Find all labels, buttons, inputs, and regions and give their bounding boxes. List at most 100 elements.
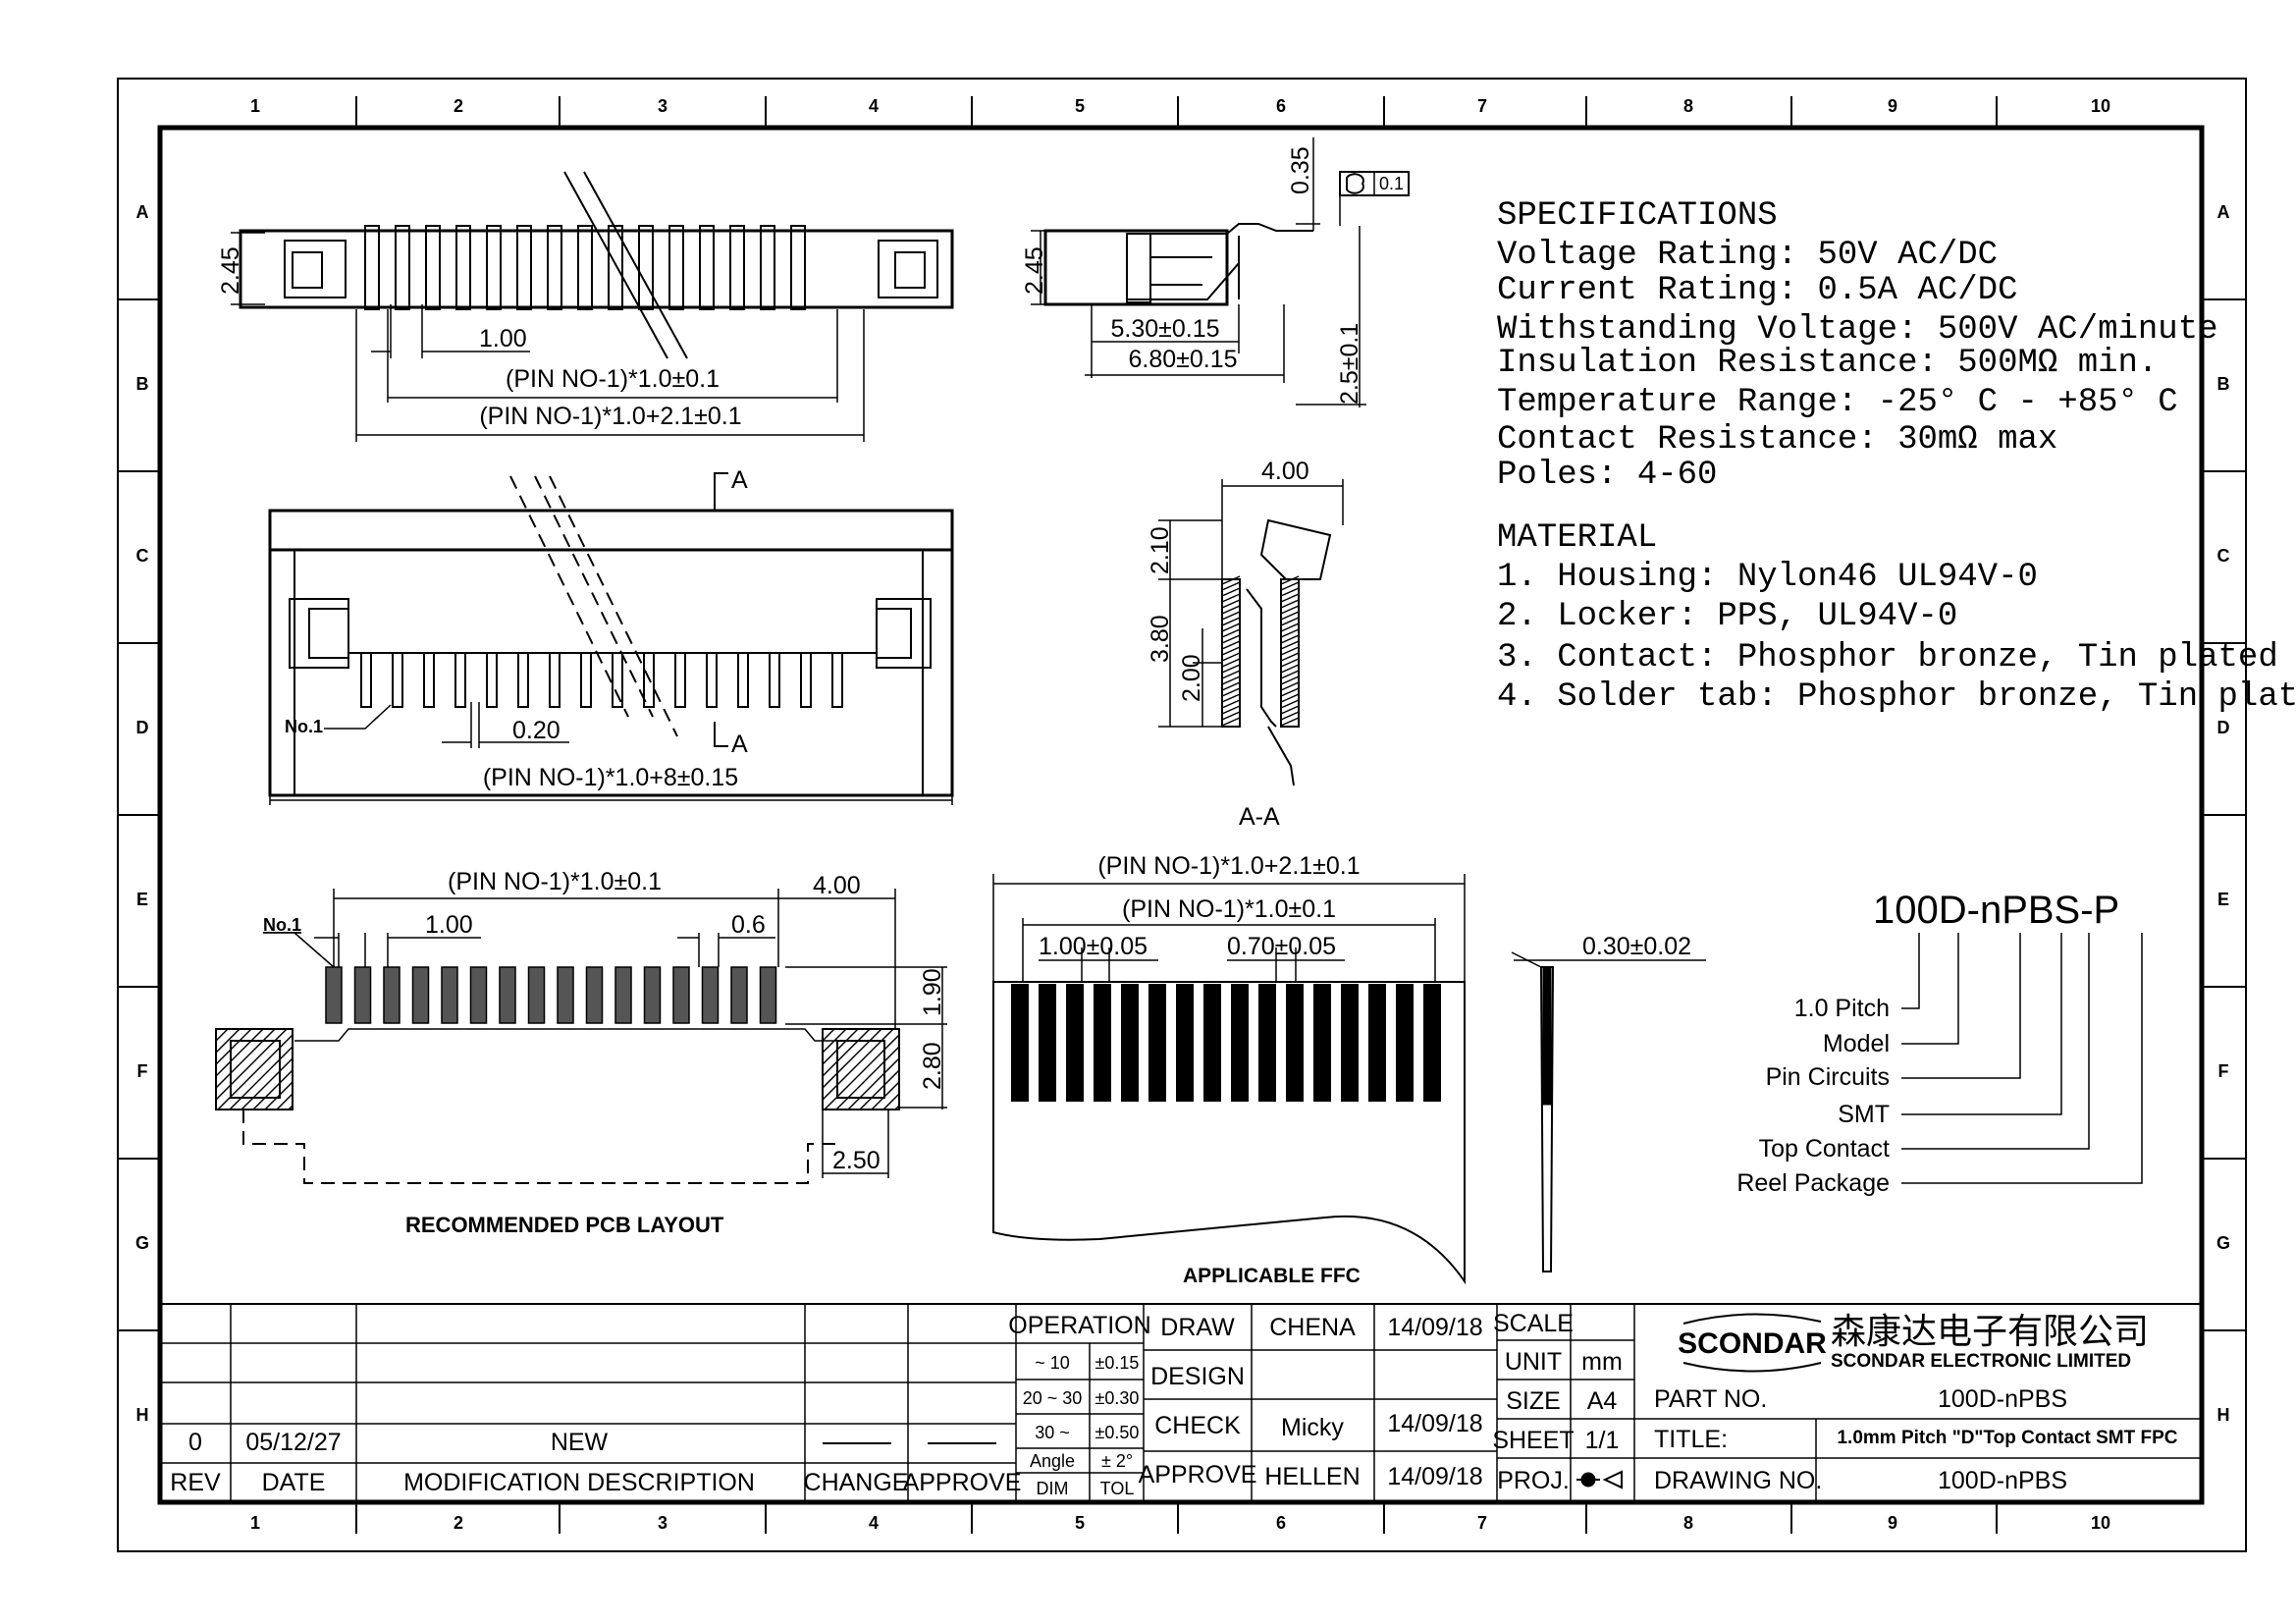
row-label: F: [2218, 1061, 2229, 1081]
top-view-pin: [638, 225, 654, 310]
top-view-pin: [577, 225, 593, 310]
draw-name: CHENA: [1269, 1314, 1356, 1341]
pcb-dim-edge: 4.00: [813, 872, 861, 899]
section-hatch: [1221, 640, 1241, 650]
col-label: 9: [1888, 96, 1897, 116]
section-hatch: [1221, 617, 1241, 626]
section-hatch: [1280, 623, 1300, 632]
pcb-dim-span: (PIN NO-1)*1.0±0.1: [448, 868, 662, 895]
section-hatch: [1280, 617, 1300, 626]
tol-range: 30 ~: [1035, 1423, 1070, 1442]
pcb-pad: [527, 966, 546, 1024]
section-hatch: [1280, 634, 1300, 644]
pcb-tab-hatch: [882, 1093, 900, 1110]
title-value: 1.0mm Pitch "D"Top Contact SMT FPC: [1837, 1428, 2177, 1448]
unit-value: mm: [1581, 1348, 1623, 1376]
section-hatch: [1280, 581, 1300, 591]
top-view-pin: [729, 225, 745, 310]
part-legend-item: Pin Circuits: [1766, 1063, 1890, 1091]
design-label: DESIGN: [1150, 1363, 1245, 1390]
spec-heading: SPECIFICATIONS: [1497, 197, 1778, 235]
section-hatch: [1280, 640, 1300, 650]
front-pin-width-dim: 0.20: [512, 717, 561, 744]
material-line: 4. Solder tab: Phosphor bronze, Tin plat…: [1497, 678, 2296, 716]
check-label: CHECK: [1154, 1412, 1241, 1439]
front-view-pin: [706, 652, 718, 708]
front-view-pin: [580, 652, 592, 708]
part-no-value: 100D-nPBS: [1938, 1385, 2067, 1413]
pcb-pad: [585, 966, 604, 1024]
col-label: 3: [658, 1513, 667, 1533]
pcb-tab-hatch: [847, 1057, 900, 1110]
spec-line: Current Rating: 0.5A AC/DC: [1497, 272, 2018, 309]
col-label: 7: [1477, 96, 1487, 116]
pcb-pad: [383, 966, 400, 1024]
pcb-tab-hatch: [215, 1028, 252, 1065]
part-code-label: 100D-nPBS-P: [1873, 889, 2119, 932]
side-dim-b: 6.80±0.15: [1128, 346, 1237, 373]
ffc-conductor: [1094, 984, 1111, 1102]
approve-date: 14/09/18: [1387, 1463, 1482, 1490]
top-view-pin: [516, 225, 532, 310]
section-hatch: [1280, 587, 1300, 597]
rev-desc: NEW: [551, 1429, 609, 1456]
ffc-conductor: [1039, 984, 1056, 1102]
section-hatch: [1280, 711, 1300, 721]
grid-ticks: [118, 96, 2246, 1534]
material-line: 1. Housing: Nylon46 UL94V-0: [1497, 559, 2038, 596]
pcb-tab-hatch: [252, 1069, 294, 1110]
front-view-pin: [454, 652, 466, 708]
pcb-tab-hatch: [215, 1028, 288, 1101]
pcb-tab-hatch: [894, 1105, 900, 1110]
pcb-pad: [325, 966, 343, 1024]
spec-line: Voltage Rating: 50V AC/DC: [1497, 237, 1998, 274]
approve-label: APPROVE: [1139, 1461, 1257, 1489]
row-label: G: [2216, 1233, 2230, 1253]
tol-value: ±0.15: [1095, 1353, 1140, 1373]
section-hatch: [1280, 652, 1300, 662]
draw-date: 14/09/18: [1387, 1314, 1482, 1341]
ffc-conductor: [1396, 984, 1414, 1102]
top-view-pin: [547, 225, 562, 310]
ffc-caption: APPLICABLE FFC: [1183, 1265, 1361, 1287]
ffc-conductor: [1148, 984, 1166, 1102]
operation-label: OPERATION: [1008, 1312, 1150, 1339]
header-rev: REV: [170, 1469, 221, 1496]
section-hatch: [1280, 676, 1300, 685]
section-dim-b: 3.80: [1147, 615, 1174, 663]
section-hatch: [1221, 652, 1241, 662]
front-view: A A No.1 0.20 (PIN NO-1)*1.0+8±0.15: [268, 466, 954, 805]
company-name-en: SCONDAR ELECTRONIC LIMITED: [1831, 1351, 2131, 1372]
spec-line: Temperature Range: -25° C - +85° C: [1497, 384, 2178, 421]
section-hatch: [1280, 646, 1300, 656]
front-view-pin: [769, 652, 780, 708]
col-label: 10: [2091, 1513, 2110, 1533]
rev-value: 0: [188, 1429, 202, 1456]
row-label: C: [2217, 546, 2230, 566]
ffc-conductor: [1313, 984, 1331, 1102]
section-hatch: [1221, 681, 1241, 691]
pcb-dim-tab-h: 2.80: [919, 1042, 946, 1090]
top-view-pin: [608, 225, 623, 310]
check-name: Micky: [1281, 1414, 1344, 1441]
col-label: 5: [1075, 1513, 1085, 1533]
spec-line: Withstanding Voltage: 500V AC/minute: [1497, 311, 2218, 349]
section-hatch: [1280, 605, 1300, 615]
col-label: 8: [1683, 96, 1693, 116]
section-hatch: [1221, 646, 1241, 656]
tol-range: ~ 10: [1035, 1353, 1070, 1373]
spec-line: Insulation Resistance: 500MΩ min.: [1497, 345, 2158, 382]
section-hatch: [1221, 628, 1241, 638]
pcb-pad: [499, 966, 516, 1024]
section-hatch: [1280, 699, 1300, 709]
col-label: 9: [1888, 1513, 1897, 1533]
ffc-dim-total: (PIN NO-1)*1.0+2.1±0.1: [1097, 852, 1360, 880]
section-mark-top: A: [731, 466, 748, 494]
front-dim-total: (PIN NO-1)*1.0+8±0.15: [483, 764, 738, 791]
part-legend-item: 1.0 Pitch: [1794, 995, 1890, 1022]
header-date: DATE: [262, 1469, 326, 1496]
pcb-tab-hatch: [822, 1028, 835, 1042]
top-view-pin: [395, 225, 410, 310]
top-view-pin: [790, 225, 806, 310]
side-flat-dim: 0.35: [1287, 146, 1314, 194]
